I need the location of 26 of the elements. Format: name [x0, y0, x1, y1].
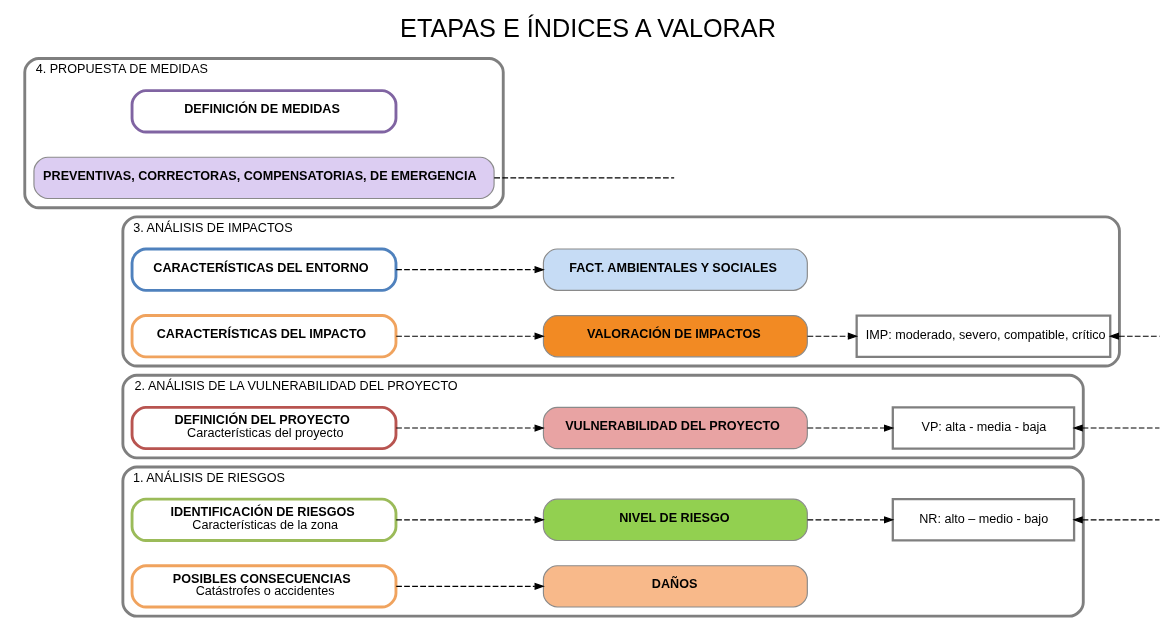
node-box: VALORACIÓN DE IMPACTOS	[542, 315, 808, 358]
arrow	[1108, 332, 1161, 340]
node-box: DEFINICIÓN DEL PROYECTO Características del proyecto	[130, 405, 398, 451]
node-box: NIVEL DE RIESGO	[542, 498, 808, 542]
node-box: VULNERABILIDAD DEL PROYECTO	[542, 406, 808, 450]
arrow	[806, 424, 895, 432]
node-box: CARACTERÍSTICAS DEL IMPACTO	[130, 314, 398, 359]
node-box: FACT. AMBIENTALES Y SOCIALES	[542, 248, 808, 291]
node-box: NR: alto – medio - bajo	[891, 498, 1076, 542]
node-box: DAÑOS	[542, 565, 808, 608]
node-box: IDENTIFICACIÓN DE RIESGOS Características de la zona	[130, 497, 398, 542]
node-box: DEFINICIÓN DE MEDIDAS	[130, 89, 398, 134]
node-box: VP: alta - media - baja	[891, 406, 1076, 450]
arrow	[395, 332, 545, 340]
node-box: IMP: moderado, severo, compatible, crítico	[855, 314, 1112, 358]
arrow	[395, 582, 545, 590]
connector	[493, 177, 675, 179]
diagram-title: ETAPAS E ÍNDICES A VALORAR	[400, 14, 776, 43]
node-box: PREVENTIVAS, CORRECTORAS, COMPENSATORIAS, DE EMERGENCIA	[33, 156, 495, 200]
arrow	[395, 424, 545, 432]
node-box: POSIBLES CONSECUENCIAS Catástrofes o accidentes	[130, 564, 398, 609]
arrow	[395, 516, 545, 524]
arrow	[806, 332, 859, 340]
arrow	[395, 266, 545, 274]
node-box: CARACTERÍSTICAS DEL ENTORNO	[130, 247, 398, 292]
arrow	[806, 516, 895, 524]
